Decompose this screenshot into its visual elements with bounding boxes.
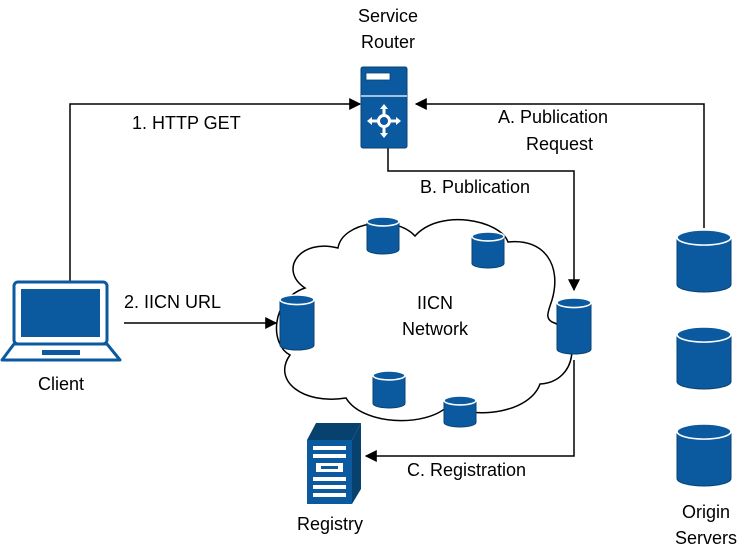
edge-label-publication-request-line1: A. Publication bbox=[498, 107, 608, 127]
iicn-label-line1: IICN bbox=[417, 293, 453, 313]
origin-server-3-db-icon bbox=[676, 423, 732, 487]
registry-server-icon bbox=[307, 423, 361, 504]
origin-servers-label-line1: Origin bbox=[682, 502, 730, 522]
edge-label-iicn-url: 2. IICN URL bbox=[124, 292, 221, 312]
service-router-icon bbox=[360, 66, 408, 149]
network-node-bottom-1-db-icon bbox=[372, 370, 406, 409]
origin-server-2-db-icon bbox=[676, 326, 732, 390]
network-node-bottom-2-db-icon bbox=[443, 395, 477, 428]
registry-label: Registry bbox=[297, 514, 363, 534]
service-router-label-line1: Service bbox=[358, 6, 418, 26]
origin-server-1-db-icon bbox=[676, 229, 732, 293]
edge-publication bbox=[387, 148, 580, 292]
network-node-right-db-icon bbox=[556, 297, 592, 355]
origin-servers-label-line2: Servers bbox=[675, 528, 737, 548]
network-node-left-db-icon bbox=[279, 294, 315, 351]
client-label: Client bbox=[38, 374, 84, 394]
edge-registration bbox=[364, 360, 575, 462]
client-laptop-icon bbox=[0, 280, 122, 362]
service-router-label-line2: Router bbox=[361, 32, 415, 52]
edge-http-get bbox=[69, 98, 362, 282]
network-node-top-2-db-icon bbox=[471, 231, 505, 269]
edge-label-publication: B. Publication bbox=[420, 177, 530, 197]
edge-label-http-get: 1. HTTP GET bbox=[132, 113, 241, 133]
edge-label-publication-request-line2: Request bbox=[526, 134, 593, 154]
edge-label-registration: C. Registration bbox=[407, 460, 526, 480]
network-node-top-1-db-icon bbox=[366, 216, 400, 255]
edge-publication-request bbox=[414, 98, 705, 228]
iicn-label-line2: Network bbox=[402, 319, 469, 339]
